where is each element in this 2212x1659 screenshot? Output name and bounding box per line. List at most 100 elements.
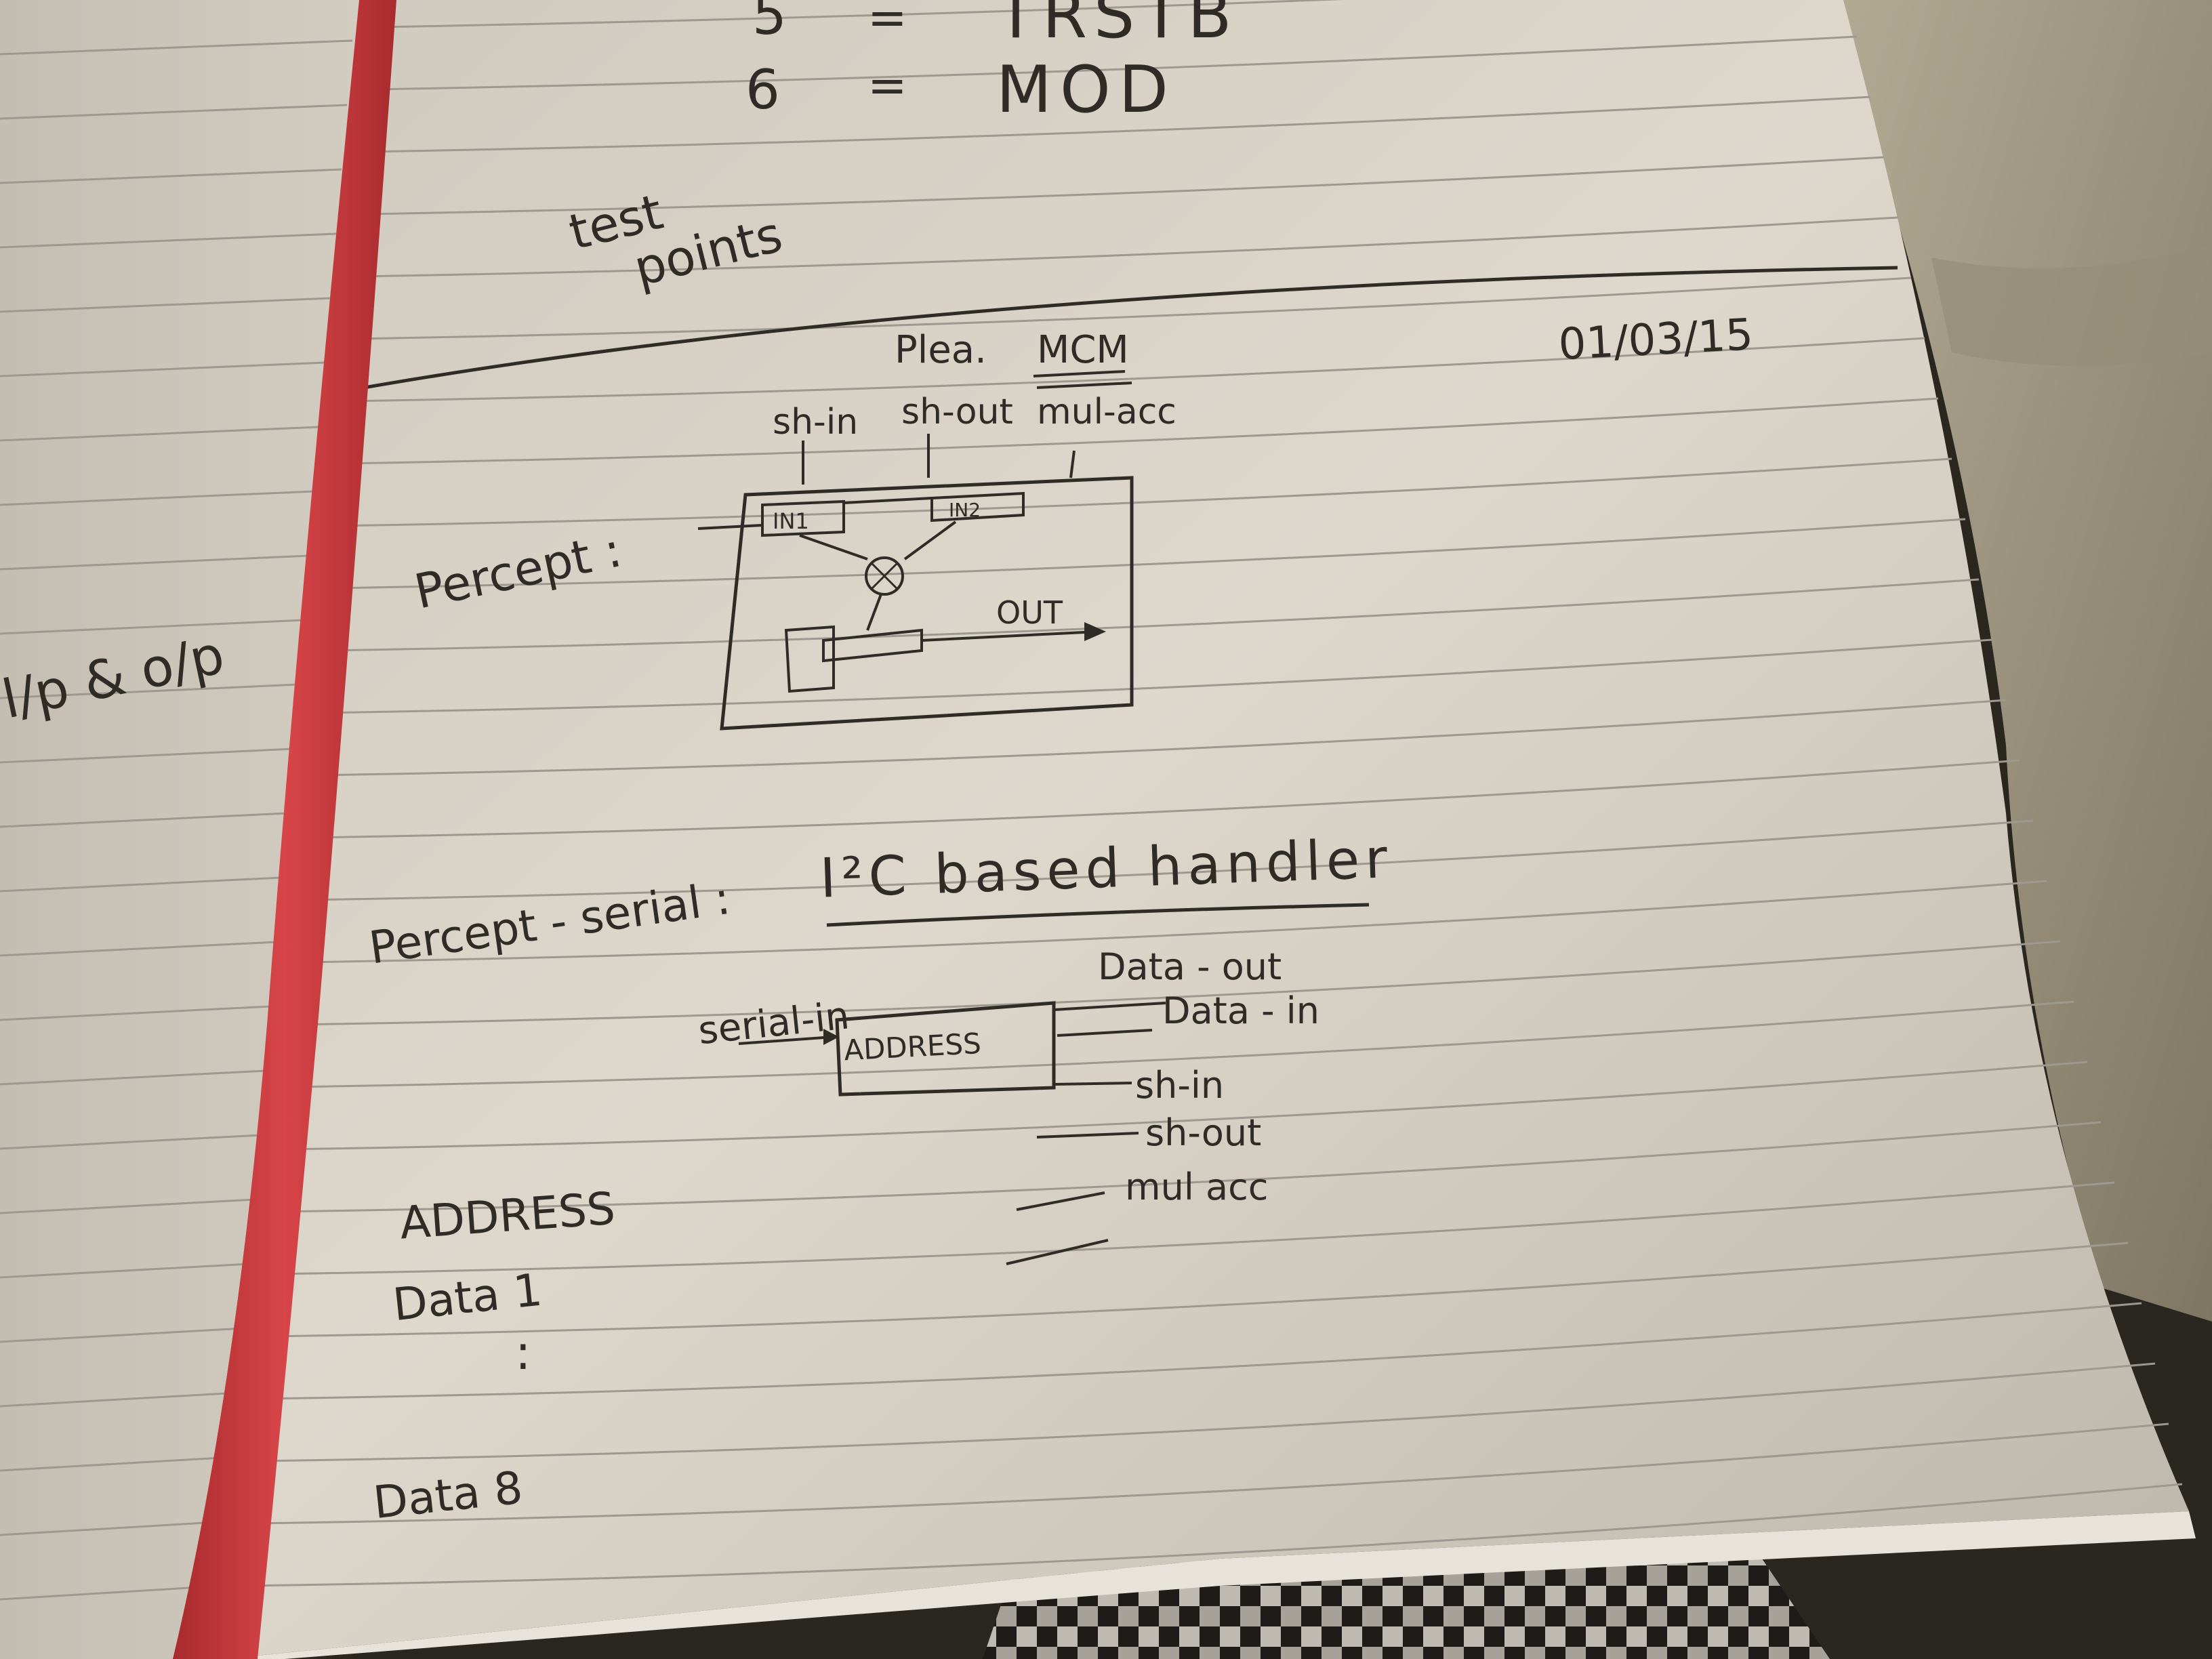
- ruled-line-left: [0, 554, 310, 571]
- ruled-line-left: [0, 1263, 250, 1279]
- serial-mul-acc-line: [1016, 1191, 1105, 1211]
- ruled-line: [363, 156, 1885, 216]
- ruled-line-left: [0, 747, 293, 764]
- out-arrow: [921, 630, 1099, 642]
- accumulator-box: [784, 625, 835, 693]
- serial-in-arrowhead-icon: [823, 1029, 839, 1045]
- data-out-line: [1053, 1002, 1166, 1011]
- ruled-line: [308, 759, 2020, 839]
- ruled-line-left: [0, 683, 299, 699]
- serial-mul-acc-label: mul acc: [1125, 1166, 1268, 1208]
- ruled-line-left: [0, 232, 337, 249]
- ruled-line: [319, 638, 1993, 714]
- multiplier-icon: [865, 556, 904, 596]
- page-edges: [224, 1511, 2196, 1659]
- bottom-ellipsis: :: [515, 1325, 531, 1380]
- row5-value: TRSTB: [996, 0, 1239, 53]
- ruled-line-left: [0, 168, 342, 184]
- ruled-line-left: [0, 876, 283, 893]
- ruled-line-left: [0, 812, 288, 828]
- ruled-line-left: [0, 1134, 261, 1150]
- section-divider: [352, 266, 1898, 392]
- ruled-line-left: [0, 297, 331, 313]
- ruled-line: [368, 96, 1871, 153]
- row6-sep: =: [867, 58, 907, 113]
- ruled-line: [373, 35, 1858, 91]
- ribbon-bookmark: [173, 0, 396, 1659]
- data-out-label: Data - out: [1098, 945, 1282, 988]
- ruled-line-left: [0, 1198, 255, 1214]
- out-label: OUT: [996, 594, 1063, 631]
- ruled-line-left: [0, 619, 304, 635]
- mul-acc-line: [1069, 450, 1076, 478]
- ruled-line: [270, 1181, 2115, 1275]
- ruled-line: [254, 1362, 2156, 1462]
- address-block: [835, 1001, 1056, 1097]
- ruled-line-left: [0, 1456, 234, 1472]
- reg-link: [843, 497, 933, 504]
- ruled-line: [325, 578, 1980, 652]
- signal-mul-acc: mul-acc: [1037, 392, 1176, 432]
- top-list: 5 = TRSTB 6 = MOD: [745, 0, 1239, 127]
- ruled-line-left: [0, 1327, 245, 1343]
- ruled-line: [265, 1242, 2129, 1338]
- ruled-line: [335, 457, 1952, 527]
- reg2-box: [930, 491, 1025, 523]
- ruled-line-left: [0, 1520, 228, 1536]
- ruled-line: [352, 276, 1912, 340]
- ruled-line-left: [0, 490, 315, 506]
- signal-sh-out: sh-out: [901, 392, 1013, 432]
- ruled-line: [341, 397, 1939, 465]
- reg1-box: [761, 499, 845, 537]
- percept-header-right: MCM: [1037, 328, 1129, 372]
- cloth-fold: [1931, 244, 2212, 366]
- row5-number: 5: [752, 0, 787, 47]
- serial-in-arrow: [738, 1036, 834, 1045]
- ruled-line: [281, 1061, 2088, 1151]
- date: 01/03/15: [1557, 310, 1755, 370]
- data-in-arrow: [1057, 1029, 1153, 1037]
- ruled-line: [357, 216, 1898, 278]
- percept-serial-title-underline: [826, 903, 1370, 927]
- row6-value: MOD: [996, 53, 1176, 127]
- row6-number: 6: [745, 58, 780, 121]
- multiplier-cross: [870, 562, 899, 590]
- ruled-line: [243, 1483, 2183, 1587]
- ruled-line: [314, 699, 2007, 777]
- mult-inputs: [799, 520, 957, 560]
- ruled-line: [303, 819, 2034, 901]
- serial-sh-out-line: [1036, 1132, 1139, 1139]
- ruled-line: [330, 518, 1966, 590]
- accumulator-register: [822, 628, 923, 663]
- address-block-label: ADDRESS: [843, 1027, 982, 1067]
- ruled-lines: [0, 0, 2183, 1601]
- ruled-line-left: [0, 1584, 223, 1601]
- serial-sh-out-label: sh-out: [1145, 1111, 1261, 1154]
- signal-sh-in: sh-in: [773, 402, 858, 443]
- ruled-line-left: [0, 39, 353, 56]
- row5-sep: =: [867, 0, 907, 45]
- percept-header-left: Plea.: [895, 328, 987, 372]
- out-arrowhead-icon: [1084, 622, 1106, 641]
- mult-output: [866, 594, 882, 631]
- ruled-line-left: [0, 104, 348, 120]
- percept-input-arrow: [697, 524, 763, 530]
- serial-extra-line: [1006, 1239, 1109, 1265]
- ruled-line-left: [0, 426, 321, 442]
- data-in-label: Data - in: [1162, 989, 1319, 1032]
- ruled-line-left: [0, 1005, 272, 1021]
- test-points-note: test points: [564, 183, 788, 297]
- percept-block: [720, 476, 1134, 731]
- ruled-line-left: [0, 361, 326, 377]
- ruled-line-left: [0, 1069, 266, 1086]
- ruled-line: [346, 337, 1925, 403]
- right-page: [224, 0, 2189, 1659]
- ruled-line-left: [0, 1391, 239, 1408]
- reg2-label: IN2: [949, 499, 981, 521]
- serial-sh-in-label: sh-in: [1135, 1064, 1224, 1107]
- ruled-line: [379, 0, 1343, 28]
- ruled-line-left: [0, 941, 277, 957]
- ruled-line: [260, 1302, 2142, 1400]
- ruled-line: [276, 1121, 2102, 1213]
